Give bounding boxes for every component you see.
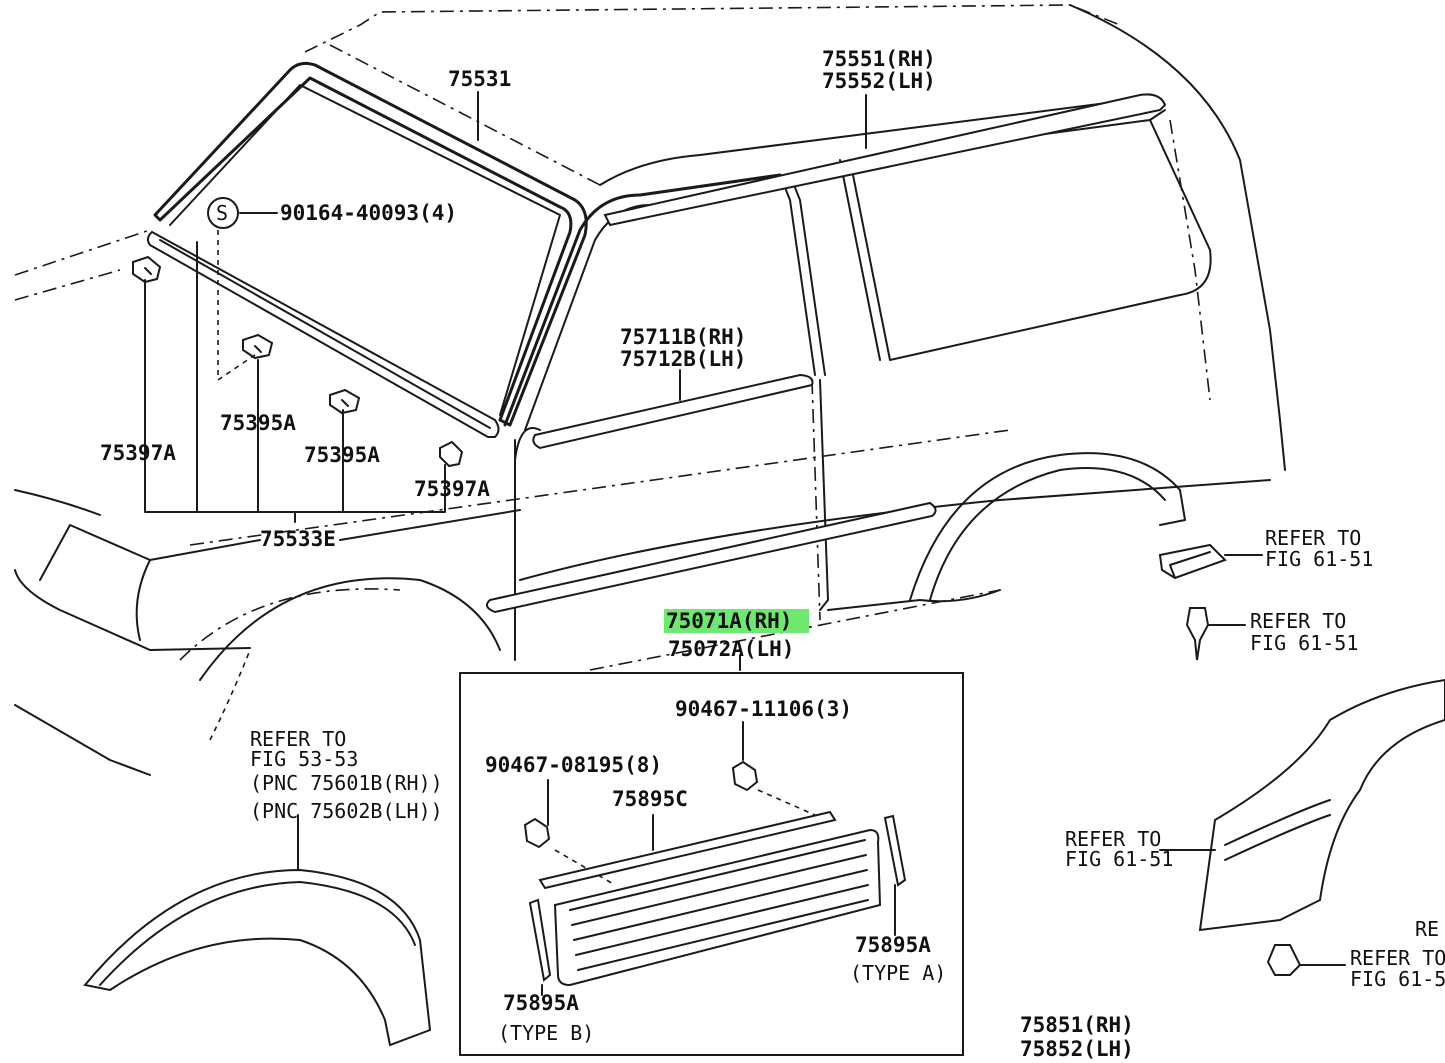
screw-symbol-icon [207, 197, 239, 229]
door-belt-molding [532, 373, 814, 450]
rear-fender-flare [1159, 678, 1445, 976]
label-75711b: 75711B(RH) [620, 325, 746, 349]
label-type-b: (TYPE B) [498, 1021, 594, 1045]
label-75533e: 75533E [260, 527, 336, 551]
screw-symbol: S [216, 201, 228, 225]
clip-icon [242, 333, 274, 360]
detail-contents [523, 721, 907, 996]
clip-icon [132, 255, 162, 284]
label-75552: 75552(LH) [822, 69, 936, 93]
ref-fig-53-53-line4: (PNC 75602B(LH)) [250, 799, 443, 823]
label-75397a-2: 75397A [414, 477, 490, 501]
label-75895a-type-a: 75895A [855, 933, 931, 957]
label-75551: 75551(RH) [822, 47, 936, 71]
highlight-75071a [664, 609, 809, 633]
label-90467-08195: 90467-08195(8) [485, 753, 662, 777]
windshield-molding [153, 61, 588, 427]
detail-box [459, 672, 964, 1056]
front-fender-flare [83, 814, 432, 1047]
push-clip [1266, 944, 1302, 976]
vehicle-body [14, 4, 1286, 776]
label-75397a-1: 75397A [100, 441, 176, 465]
leader-lines [144, 91, 1263, 671]
ref-fig-53-53-line1: REFER TO [250, 727, 346, 751]
ref-fig-61-51-a-line2: FIG 61-51 [1265, 547, 1373, 571]
clip-group [132, 255, 464, 468]
bolt-icon [731, 721, 759, 792]
push-clip [1185, 607, 1210, 661]
ref-fig-61-51-b-line1: REFER TO [1250, 609, 1346, 633]
label-90467-11106: 90467-11106(3) [675, 697, 852, 721]
ref-fig-53-53-line3: (PNC 75601B(RH)) [250, 771, 443, 795]
label-75712b: 75712B(LH) [620, 347, 746, 371]
label-75072a: 75072A(LH) [668, 637, 794, 661]
bracket-clip [1158, 543, 1227, 580]
ref-fig-61-51-c-line2: FIG 61-51 [1065, 847, 1173, 871]
ref-fig-61-5-line2: FIG 61-5 [1350, 967, 1445, 991]
cowl-molding [146, 230, 500, 438]
ref-fig-61-51-c-line1: REFER TO [1065, 827, 1161, 851]
ref-fig-61-51-a-line1: REFER TO [1265, 526, 1361, 550]
label-75395a-2: 75395A [304, 443, 380, 467]
label-75395a-1: 75395A [220, 411, 296, 435]
label-75852: 75852(LH) [1020, 1037, 1134, 1061]
label-75895c: 75895C [612, 787, 688, 811]
body-side-molding [485, 501, 937, 614]
roof-drip-molding [603, 93, 1167, 227]
labels: 75531 75551(RH) 75552(LH) S 90164-40093(… [100, 47, 1445, 1061]
ref-fig-61-51-b-line2: FIG 61-51 [1250, 631, 1358, 655]
label-75531: 75531 [448, 67, 511, 91]
bolt-icon [523, 779, 551, 849]
clip-icon [329, 388, 361, 415]
label-type-a: (TYPE A) [850, 961, 946, 985]
label-75071a: 75071A(RH) [666, 609, 792, 633]
ref-fig-53-53-line2: FIG 53-53 [250, 747, 358, 771]
ref-fig-61-5-line0: RE [1415, 917, 1439, 941]
clip-icon [439, 440, 464, 468]
label-75895a-type-b: 75895A [503, 991, 579, 1015]
label-90164: 90164-40093(4) [280, 201, 457, 225]
label-75851: 75851(RH) [1020, 1013, 1134, 1037]
ref-fig-61-5-line1: REFER TO [1350, 946, 1445, 970]
